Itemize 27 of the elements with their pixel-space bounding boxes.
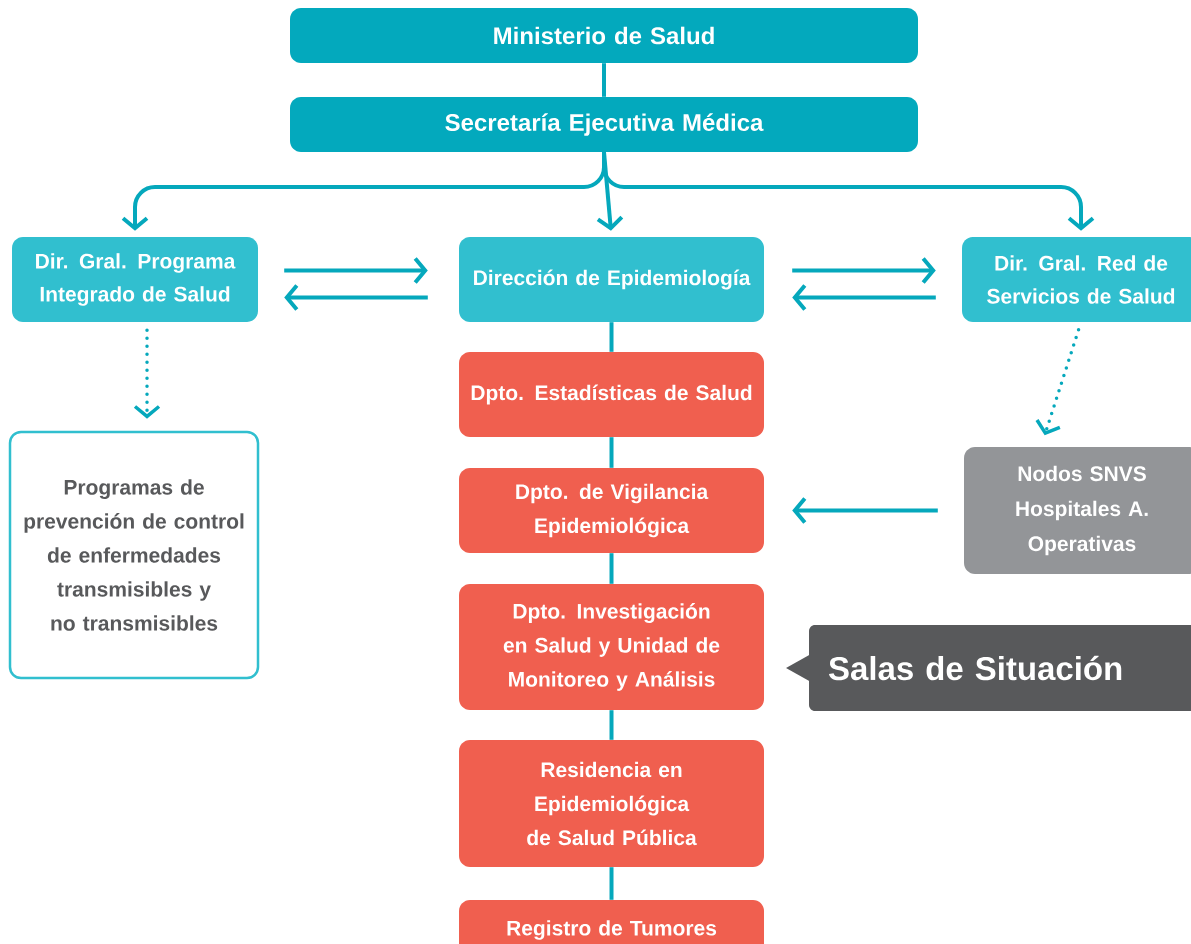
arrow bbox=[133, 328, 161, 419]
arrow bbox=[602, 152, 1095, 231]
callout-box: Salas de Situación bbox=[786, 625, 1191, 711]
connector-line bbox=[609, 322, 614, 352]
department-box: Dpto. Estadísticas de Salud bbox=[459, 352, 764, 437]
connector-line bbox=[609, 553, 614, 584]
directorate-box: Dir. Gral. Programa Integrado de Salud bbox=[12, 237, 258, 322]
arrow bbox=[792, 497, 938, 524]
program-box: Programas de prevención de control de enfermedades transmisibles y no transmisibles bbox=[8, 430, 260, 680]
department-box: Registro de Tumores bbox=[459, 900, 764, 944]
department-box: Residencia en Epidemiológica de Salud Pública bbox=[459, 740, 764, 867]
department-box: Dpto. de Vigilancia Epidemiológica bbox=[459, 468, 764, 553]
department-box: Dpto. Investigación en Salud y Unidad de Monitoreo y Análisis bbox=[459, 584, 764, 710]
org-box: Secretaría Ejecutiva Médica bbox=[290, 97, 918, 152]
arrow bbox=[792, 257, 936, 284]
arrow bbox=[284, 284, 428, 311]
directorate-box: Dirección de Epidemiología bbox=[459, 237, 764, 322]
arrow bbox=[1035, 328, 1081, 436]
org-box: Ministerio de Salud bbox=[290, 8, 918, 63]
connector-line bbox=[609, 437, 614, 468]
connector-line bbox=[602, 63, 606, 97]
directorate-box: Dir. Gral. Red de Servicios de Salud bbox=[962, 237, 1191, 322]
arrow bbox=[284, 257, 428, 284]
arrow bbox=[792, 284, 936, 311]
connector-line bbox=[609, 710, 614, 740]
network-box: Nodos SNVS Hospitales A. Operativas bbox=[964, 447, 1191, 574]
connector-line bbox=[609, 867, 614, 900]
